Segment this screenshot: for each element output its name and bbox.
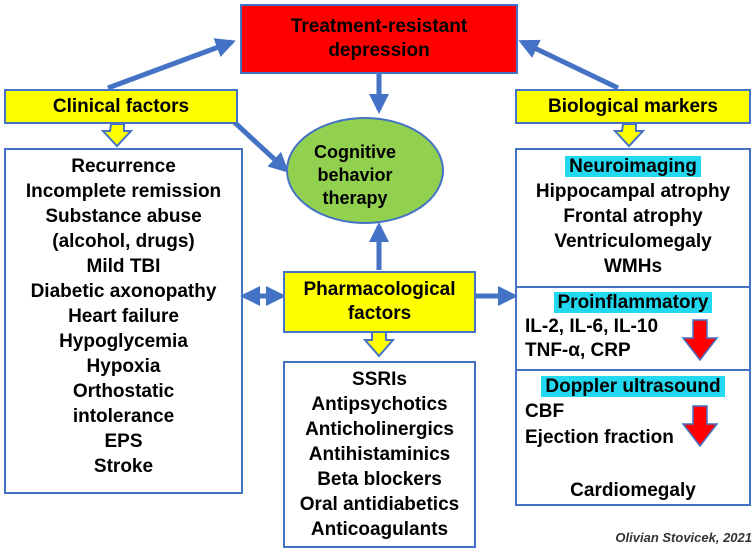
arrow-biological-to-title: [518, 39, 620, 91]
neuroimaging-section: Neuroimaging Hippocampal atrophy Frontal…: [517, 154, 749, 279]
pharma-item: Antipsychotics: [311, 394, 448, 415]
clinical-item: Substance abuse: [45, 206, 202, 227]
pharma-item: SSRIs: [352, 369, 407, 390]
pharma-label-box: Pharmacological factors: [283, 271, 476, 333]
doppler-section: Doppler ultrasound CBF Ejection fraction: [517, 375, 749, 451]
down-arrow-biological: [612, 123, 646, 148]
cbt-ellipse: Cognitive behavior therapy: [286, 117, 444, 224]
biological-markers-panel: Neuroimaging Hippocampal atrophy Frontal…: [515, 148, 751, 506]
clinical-item: Orthostatic: [72, 381, 175, 402]
title-line2: depression: [328, 40, 430, 61]
clinical-factors-label: Clinical factors: [52, 95, 190, 117]
pharma-item: Oral antidiabetics: [299, 494, 460, 515]
arrow-clinical-to-cbt: [230, 118, 289, 173]
doppler-header: Doppler ultrasound: [517, 375, 749, 399]
neuroimaging-header: Neuroimaging: [565, 154, 701, 179]
clinical-item: Mild TBI: [86, 256, 161, 277]
neuroimaging-item: Frontal atrophy: [563, 206, 703, 227]
pharma-label-line2: factors: [347, 303, 412, 324]
proinflammatory-header: Proinflammatory: [517, 291, 749, 315]
doppler-item: Ejection fraction: [525, 427, 674, 448]
clinical-item: Stroke: [93, 456, 154, 477]
cbt-line1: Cognitive: [313, 142, 396, 162]
pharma-list: SSRIs Antipsychotics Anticholinergics An…: [283, 361, 476, 548]
title-line1: Treatment-resistant: [290, 16, 468, 37]
clinical-item: Recurrence: [71, 156, 176, 177]
clinical-item: Diabetic axonopathy: [30, 281, 217, 302]
down-arrow-clinical: [100, 123, 134, 148]
clinical-item: Hypoxia: [86, 356, 161, 377]
neuroimaging-item: Ventriculomegaly: [554, 231, 712, 252]
arrow-clinical-to-title: [107, 38, 236, 91]
biological-markers-label-box: Biological markers: [515, 89, 751, 124]
clinical-item: Incomplete remission: [25, 181, 222, 202]
neuroimaging-item: Hippocampal atrophy: [535, 181, 731, 202]
clinical-factors-label-box: Clinical factors: [4, 89, 238, 124]
author-credit: Olivian Stovicek, 2021: [615, 530, 752, 545]
inflam-item: IL-2, IL-6, IL-10: [525, 316, 659, 337]
clinical-factors-list: Recurrence Incomplete remission Substanc…: [4, 148, 243, 494]
cbt-line2: behavior: [317, 165, 393, 185]
inflam-item: TNF-α, CRP: [525, 340, 631, 361]
pharma-label-line1: Pharmacological: [303, 279, 456, 300]
clinical-item: EPS: [104, 431, 143, 452]
pharma-item: Antihistaminics: [308, 444, 451, 465]
pharma-item: Anticholinergics: [305, 419, 454, 440]
clinical-item: intolerance: [72, 406, 175, 427]
pharma-item: Beta blockers: [317, 469, 442, 490]
down-arrow-doppler: [681, 405, 719, 448]
clinical-item: Heart failure: [68, 306, 179, 327]
title-box: Treatment-resistant depression: [240, 4, 518, 74]
down-arrow-inflam: [681, 319, 719, 362]
section-divider: [517, 369, 749, 371]
section-divider: [517, 286, 749, 288]
neuroimaging-item: WMHs: [603, 256, 663, 277]
biological-markers-label: Biological markers: [547, 95, 719, 117]
doppler-footer: Cardiomegaly: [570, 480, 696, 501]
clinical-item: (alcohol, drugs): [52, 231, 195, 252]
pharma-item: Anticoagulants: [310, 519, 449, 540]
proinflammatory-section: Proinflammatory IL-2, IL-6, IL-10 TNF-α,…: [517, 291, 749, 363]
cbt-line3: therapy: [322, 188, 388, 208]
doppler-item: CBF: [525, 401, 565, 422]
down-arrow-pharma: [362, 331, 396, 358]
clinical-item: Hypoglycemia: [59, 331, 188, 352]
